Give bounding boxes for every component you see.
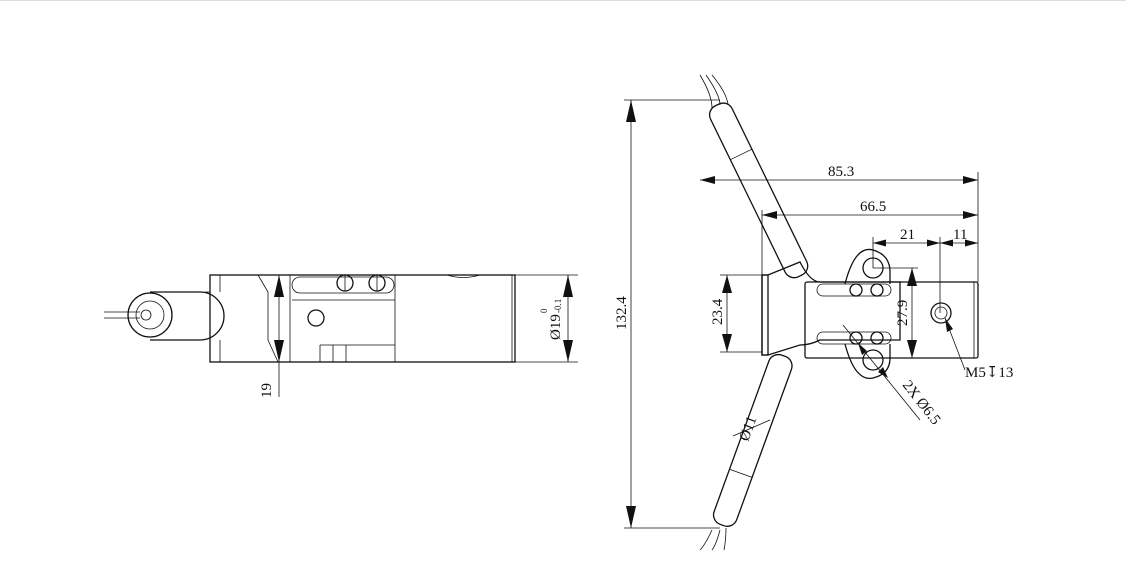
dim-flange-width: 66.5 [860, 199, 886, 215]
connector-plug [127, 292, 173, 338]
top-border [0, 0, 1126, 1]
sensor-body [804, 281, 979, 359]
mount-hole [307, 309, 325, 327]
sensor-body [209, 274, 516, 363]
side-view: 19 Ø19 0 -0.1 [104, 274, 578, 398]
tube-diameter: Ø11 [737, 414, 761, 443]
tolerance-upper: 0 [539, 308, 549, 313]
hole-callout: 2X Ø6.5 [899, 378, 943, 429]
front-view: 132.4 85.3 66.5 21 11 23.4 27.9 M5↧13 [614, 74, 1013, 551]
lug-hole [862, 349, 884, 371]
dim-overall-width: 85.3 [828, 164, 854, 180]
dim-hole-spacing: 21 [900, 227, 915, 243]
dim-overall-height: 132.4 [614, 296, 630, 330]
dim-end-offset: 11 [953, 227, 967, 243]
thread-callout: M5↧13 [965, 365, 1013, 381]
m5-thread-hole [930, 302, 952, 324]
tolerance-lower: -0.1 [553, 299, 563, 313]
dim-height-19: 19 [259, 383, 275, 398]
dim-diameter-19: Ø19 [548, 314, 564, 340]
dim-flange-height: 23.4 [710, 298, 726, 325]
dim-lug-spacing: 27.9 [895, 300, 911, 326]
